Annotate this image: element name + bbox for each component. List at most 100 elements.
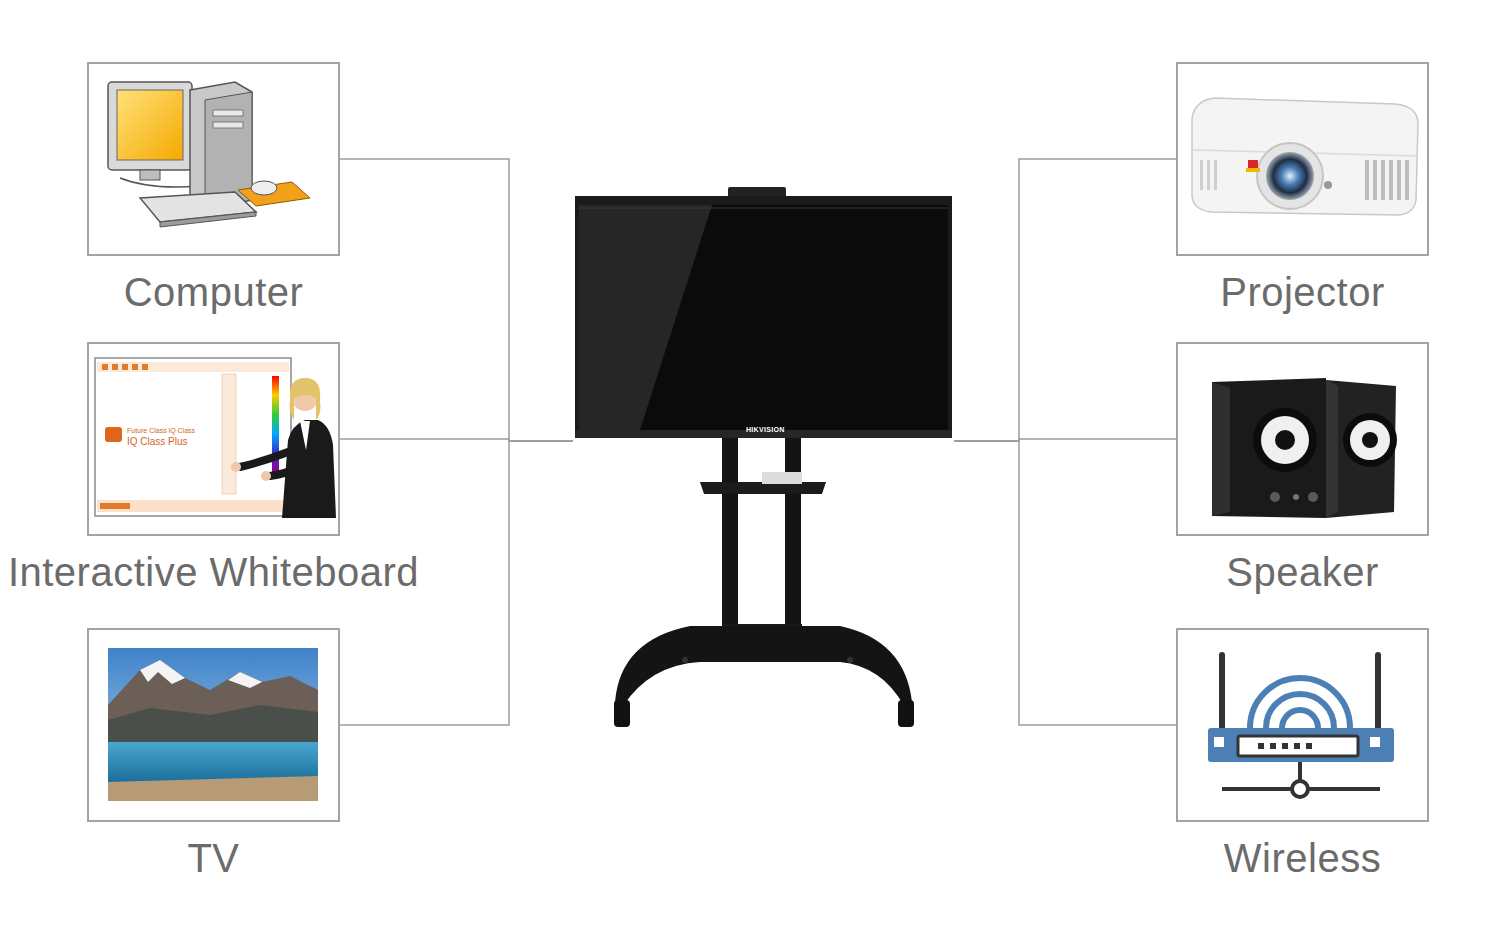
device-box: Projector: [1176, 62, 1429, 256]
whiteboard-icon-part: [261, 471, 271, 481]
speaker-icon-part: [1270, 492, 1280, 502]
speaker-icon-part: [1350, 420, 1390, 460]
projector-icon-part-part: [1389, 160, 1393, 200]
device-box: Interactive Whiteboard: [87, 342, 340, 536]
flat-panel-display-part: [579, 205, 712, 430]
speaker-icon-part: [1308, 492, 1318, 502]
tv-icon-part: [228, 672, 262, 688]
whiteboard-icon-part: [222, 374, 236, 494]
whiteboard-icon-part: [122, 364, 128, 370]
brand-logo: HIKVISION: [746, 426, 784, 434]
flat-panel-display-part: [579, 205, 948, 430]
whiteboard-icon-part: [100, 503, 130, 509]
tv-icon: [108, 648, 318, 801]
computer-icon: [108, 82, 310, 227]
router-icon-part-part: [1282, 743, 1288, 749]
computer-icon-part: [213, 122, 243, 128]
whiteboard-icon-part: [240, 452, 288, 467]
device-label: TV: [187, 836, 239, 880]
projector-icon-part-part: [1207, 160, 1210, 190]
device-label: Projector: [1220, 270, 1385, 314]
projector-icon-part: [1192, 98, 1418, 215]
app-title-text: Future Class iQ Class: [127, 427, 195, 435]
device-box: TV: [87, 628, 340, 822]
projector-icon-part-part: [1397, 160, 1401, 200]
whiteboard-icon-part: [231, 462, 241, 472]
projector-icon-part-part: [1381, 160, 1385, 200]
connector-line: [954, 159, 1176, 441]
router-icon-part: [1266, 694, 1334, 728]
whiteboard-icon: [95, 358, 336, 518]
whiteboard-icon-part: [112, 364, 118, 370]
projector-icon-part: [1200, 160, 1217, 190]
flat-panel-display: [575, 187, 952, 727]
projector-icon-part: [1365, 160, 1409, 200]
flat-panel-display-part: [615, 626, 912, 706]
projector-icon-part-part: [1365, 160, 1369, 200]
flat-panel-display-part: [847, 657, 853, 663]
projector-icon-part: [1266, 152, 1314, 200]
router-icon-part: [1219, 655, 1225, 728]
device-label: Interactive Whiteboard: [8, 550, 419, 594]
device-box: Speaker: [1176, 342, 1429, 536]
flat-panel-display-part: [579, 208, 948, 209]
router-icon-part: [1250, 678, 1350, 728]
whiteboard-icon-part: [95, 358, 291, 516]
router-icon-part: [1258, 743, 1312, 749]
app-name-text: IQ Class Plus: [127, 436, 188, 447]
whiteboard-icon-part: [142, 364, 148, 370]
tv-icon-part: [108, 705, 318, 745]
projector-icon-part: [1246, 168, 1260, 172]
whiteboard-icon-part: [290, 378, 321, 420]
whiteboard-icon-part: [300, 421, 310, 450]
speaker-icon-part: [1261, 416, 1309, 464]
router-icon-part-part: [1258, 743, 1264, 749]
projector-icon: [1192, 98, 1418, 215]
flat-panel-display-part: [898, 700, 914, 727]
whiteboard-icon-part: [270, 452, 318, 476]
projector-icon-part: [1257, 143, 1323, 209]
router-icon-part-part: [1270, 743, 1276, 749]
device-box: Wireless: [1176, 628, 1429, 822]
speaker-icon-part: [1326, 380, 1396, 518]
flat-panel-display-part: [614, 700, 630, 727]
router-icon-part: [1292, 781, 1308, 797]
tv-icon-part: [108, 742, 318, 782]
whiteboard-icon-part: [97, 500, 289, 512]
device-label: Wireless: [1224, 836, 1381, 880]
router-icon-part: [1370, 737, 1380, 747]
router-icon-part-part: [1294, 743, 1300, 749]
computer-icon-part: [213, 110, 243, 116]
display-panel: HIKVISION: [573, 186, 954, 731]
router-icon-part: [1282, 710, 1318, 728]
connector-line: [954, 441, 1176, 725]
speaker-icon-part: [1275, 430, 1295, 450]
projector-icon-part: [1248, 160, 1258, 168]
computer-icon-part: [108, 82, 192, 170]
device-label: Computer: [124, 270, 304, 314]
speaker-icon-part: [1253, 408, 1317, 472]
tv-icon-part: [108, 660, 318, 745]
router-icon-part: [1214, 737, 1224, 747]
speaker-icon: [1212, 378, 1397, 518]
speaker-icon-part: [1212, 378, 1326, 518]
projector-icon-part: [1324, 181, 1332, 189]
router-icon-part-part: [1306, 743, 1312, 749]
tv-icon-part: [108, 776, 318, 801]
router-icon-part: [1309, 787, 1380, 791]
computer-icon-part: [117, 90, 183, 160]
flat-panel-display-part: [722, 438, 738, 633]
tv-icon-part: [140, 660, 185, 684]
router-icon-part: [1375, 655, 1381, 728]
projector-icon-part-part: [1214, 160, 1217, 190]
speaker-icon-part: [1212, 382, 1230, 516]
router-icon-part: [1208, 728, 1394, 762]
router-icon-part: [1238, 736, 1358, 756]
computer-icon-part: [238, 182, 310, 206]
device-label: Speaker: [1226, 550, 1378, 594]
whiteboard-icon-part: [102, 364, 108, 370]
speaker-icon-part: [1293, 494, 1299, 500]
flat-panel-display-part: [682, 657, 688, 663]
